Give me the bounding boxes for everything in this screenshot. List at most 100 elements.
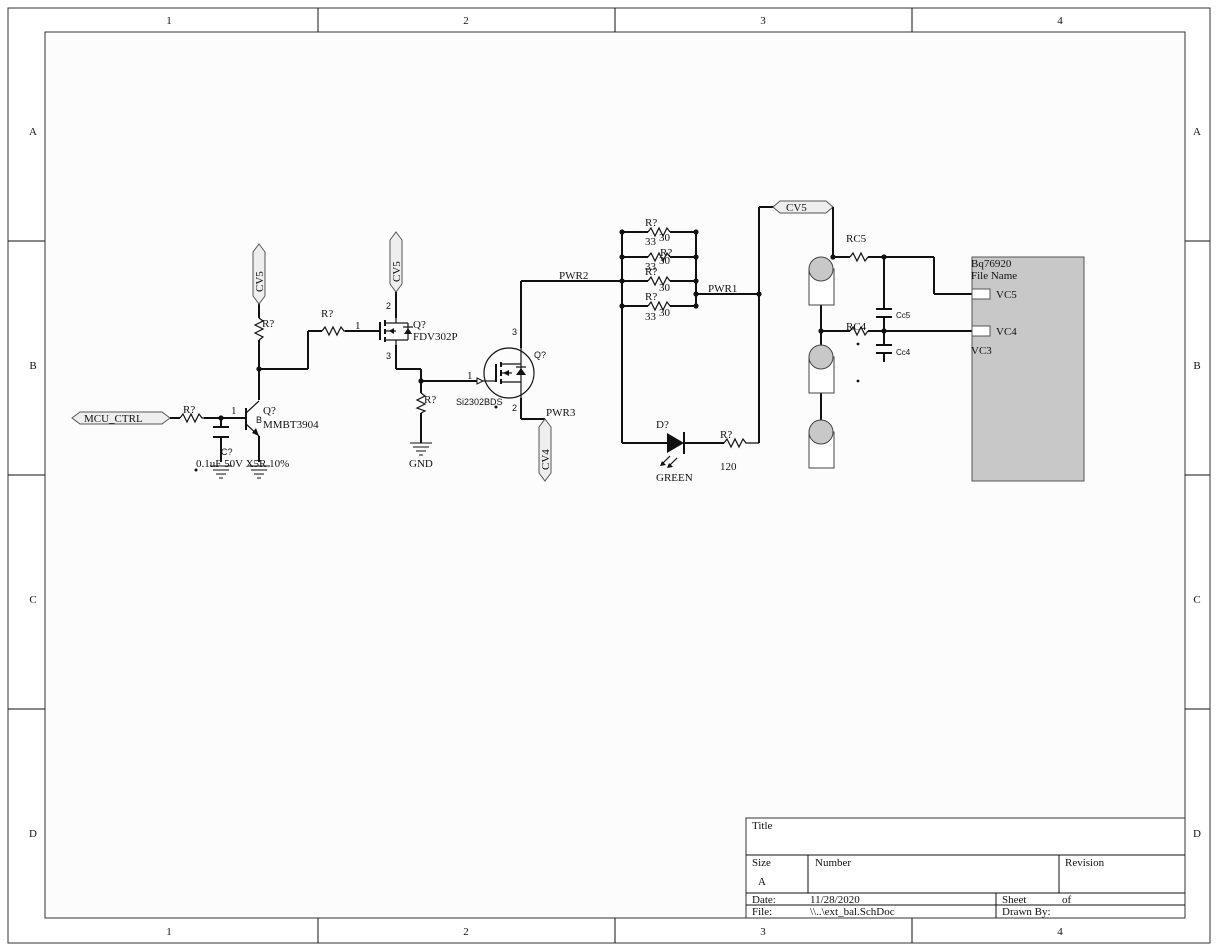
npn-part: MMBT3904: [263, 419, 319, 431]
r-gate-ref: R?: [321, 308, 333, 320]
junctions-battery: [818, 254, 887, 383]
npn-pin-base: 1: [231, 405, 237, 417]
resistor-r-par-3[interactable]: [647, 275, 671, 287]
ground-symbol-npn: [248, 465, 270, 479]
rc5-label: RC5: [846, 233, 867, 245]
col-label-4-top: 4: [1057, 15, 1063, 27]
ic-pin-vc3-label: VC3: [971, 345, 992, 357]
r-par-4-ref: R?: [645, 291, 657, 303]
row-label-d-left: D: [29, 828, 37, 840]
ic-file-name: File Name: [971, 270, 1017, 282]
r-base-ref: R?: [183, 404, 195, 416]
npn-pin-b: B: [256, 415, 262, 425]
tb-sheet-label: Sheet: [1002, 894, 1026, 906]
c-value: 0.1uF 50V X5R 10%: [196, 458, 289, 470]
tb-date-label: Date:: [752, 894, 776, 906]
tb-of-label: of: [1062, 894, 1072, 906]
port-cv5-left[interactable]: [252, 243, 266, 305]
col-label-1-bottom: 1: [166, 926, 172, 938]
r-pulldown-ref: R?: [424, 394, 436, 406]
nmos-part: Si2302BDS: [456, 397, 503, 407]
capacitor-c[interactable]: [213, 426, 229, 442]
ground-symbol-pmos: [410, 442, 432, 456]
junction-collector: [256, 366, 262, 372]
capacitor-cc5[interactable]: [876, 308, 892, 318]
resistor-rc5[interactable]: [849, 251, 869, 263]
net-pwr3: PWR3: [546, 407, 576, 419]
row-label-a-left: A: [29, 126, 37, 138]
tb-revision-label: Revision: [1065, 857, 1105, 869]
transistor-npn[interactable]: [245, 400, 260, 437]
ground-symbol-c: [210, 465, 232, 479]
wires-nmos-stage: [520, 280, 622, 427]
transistor-pmos[interactable]: [379, 318, 413, 345]
ic-bq76920[interactable]: [971, 256, 1085, 482]
transistor-nmos[interactable]: [483, 347, 535, 399]
capacitor-cc4[interactable]: [876, 344, 892, 354]
title-block: [745, 817, 1186, 919]
port-cv5-top-label: CV5: [786, 202, 807, 214]
port-mcu-ctrl-label: MCU_CTRL: [84, 413, 143, 425]
nmos-pin-dot: [494, 405, 498, 409]
resistor-r-par-1[interactable]: [647, 226, 671, 238]
tb-date-value: 11/28/2020: [810, 894, 860, 906]
net-pwr1: PWR1: [708, 283, 737, 295]
ic-pin-vc5-label: VC5: [996, 289, 1017, 301]
port-cv5-left-label: CV5: [254, 271, 266, 292]
resistor-r-par-4[interactable]: [647, 300, 671, 312]
resistor-r-par-2[interactable]: [647, 251, 671, 263]
nmos-ref: Q?: [534, 350, 546, 360]
battery-cell-2[interactable]: [808, 344, 835, 394]
col-label-2-bottom: 2: [463, 926, 469, 938]
row-label-a-right: A: [1193, 126, 1201, 138]
npn-ref: Q?: [263, 405, 276, 417]
pmos-pin-drain: 2: [386, 301, 391, 311]
ic-pin-vc5[interactable]: [971, 288, 991, 300]
battery-cell-3[interactable]: [808, 419, 835, 469]
row-label-c-left: C: [29, 594, 36, 606]
column-dividers: [317, 8, 913, 943]
row-label-d-right: D: [1193, 828, 1201, 840]
port-cv4[interactable]: [538, 418, 552, 482]
junction-pmos-out: [418, 378, 424, 384]
resistor-r-led[interactable]: [723, 437, 759, 449]
gate-pin-1: 1: [355, 320, 361, 332]
resistor-r-pullup[interactable]: [253, 317, 265, 341]
r-par-3-ref: R?: [645, 266, 657, 278]
battery-cell-1[interactable]: [808, 256, 835, 306]
tb-file-label: File:: [752, 906, 772, 918]
resistor-r-pulldown[interactable]: [415, 392, 427, 414]
resistor-rc4[interactable]: [849, 325, 869, 337]
col-label-3-top: 3: [760, 15, 766, 27]
row-label-c-right: C: [1193, 594, 1200, 606]
pmos-ref: Q?: [413, 319, 426, 331]
r-par-3-value: 30: [659, 282, 671, 294]
pmos-part: FDV302P: [413, 331, 458, 343]
r-par-4-left: 33: [645, 311, 657, 323]
tb-size-label: Size: [752, 857, 771, 869]
resistor-r-base[interactable]: [179, 412, 204, 424]
ic-pin-vc4-label: VC4: [996, 326, 1017, 338]
led-green[interactable]: [622, 432, 724, 468]
junction-npn-base: [218, 415, 224, 421]
c-ref: C?: [221, 447, 233, 457]
r-par-2-value: 30: [659, 255, 671, 267]
ic-pin-vc4[interactable]: [971, 325, 991, 337]
r-pullup-ref: R?: [262, 318, 274, 330]
col-label-1-top: 1: [166, 15, 172, 27]
r-par-2-left: 33: [645, 261, 657, 273]
r-par-1-left: 33: [645, 236, 657, 248]
tb-drawn-by-label: Drawn By:: [1002, 906, 1051, 918]
nmos-pin-gate: 1: [467, 370, 473, 382]
cc4-label: Cc4: [896, 348, 911, 357]
cc5-label: Cc5: [896, 311, 911, 320]
r-par-1-ref: R?: [645, 217, 657, 229]
row-label-b-right: B: [1193, 360, 1200, 372]
c-pin-dot: [194, 468, 198, 472]
led-color: GREEN: [656, 472, 693, 484]
r-led-value: 120: [720, 461, 737, 473]
resistor-r-gate[interactable]: [321, 325, 345, 337]
gnd-label: GND: [409, 458, 433, 470]
junctions-resistor-bank: [619, 229, 762, 309]
